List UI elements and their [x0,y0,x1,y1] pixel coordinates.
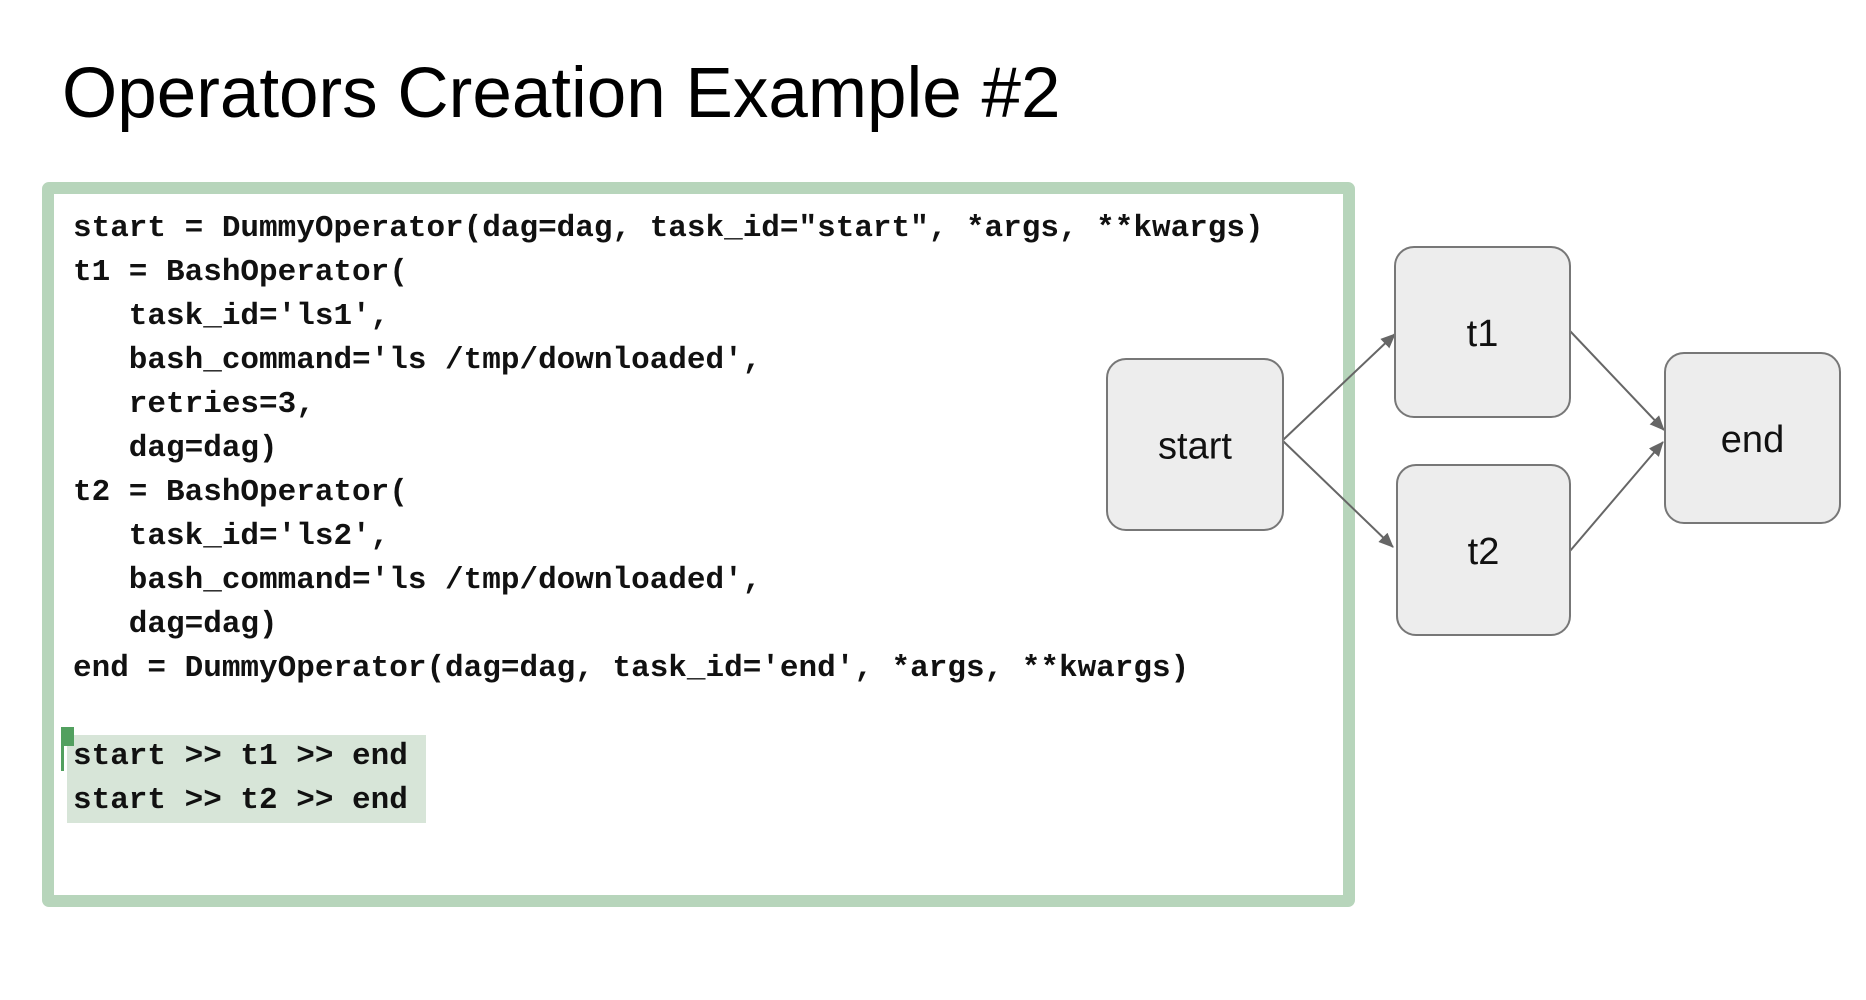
edge-t1-end [1569,330,1665,431]
code-line: start >> t2 >> end [67,779,1343,823]
slide-title: Operators Creation Example #2 [62,54,1061,133]
code-line: start = DummyOperator(dag=dag, task_id="… [73,211,1264,246]
code-block: start = DummyOperator(dag=dag, task_id="… [42,182,1355,907]
node-label: t2 [1468,531,1500,573]
code-line: dag=dag) [73,431,278,466]
code-line: dag=dag) [73,607,278,642]
edge-t2-end [1569,441,1664,552]
code-line: task_id='ls2', [73,519,390,554]
node-box [1394,246,1571,418]
node-box [1664,352,1841,524]
node-t1: t1 [1394,246,1571,418]
code-line: start >> t1 >> end [67,735,1343,779]
code-line: bash_command='ls /tmp/downloaded', [73,343,762,378]
node-t2: t2 [1396,464,1571,636]
node-box [1396,464,1571,636]
code-line: t1 = BashOperator( [73,255,408,290]
code-area: start = DummyOperator(dag=dag, task_id="… [54,194,1343,823]
code-line: task_id='ls1', [73,299,390,334]
code-line: retries=3, [73,387,315,422]
node-label: t1 [1467,313,1499,355]
collab-cursor [61,727,74,771]
node-end: end [1664,352,1841,524]
code-line: t2 = BashOperator( [73,475,408,510]
code-line [73,691,1343,735]
code-line: end = DummyOperator(dag=dag, task_id='en… [73,651,1190,686]
node-label: end [1721,419,1784,461]
code-line: bash_command='ls /tmp/downloaded', [73,563,762,598]
collab-cursor-flag [61,727,74,746]
